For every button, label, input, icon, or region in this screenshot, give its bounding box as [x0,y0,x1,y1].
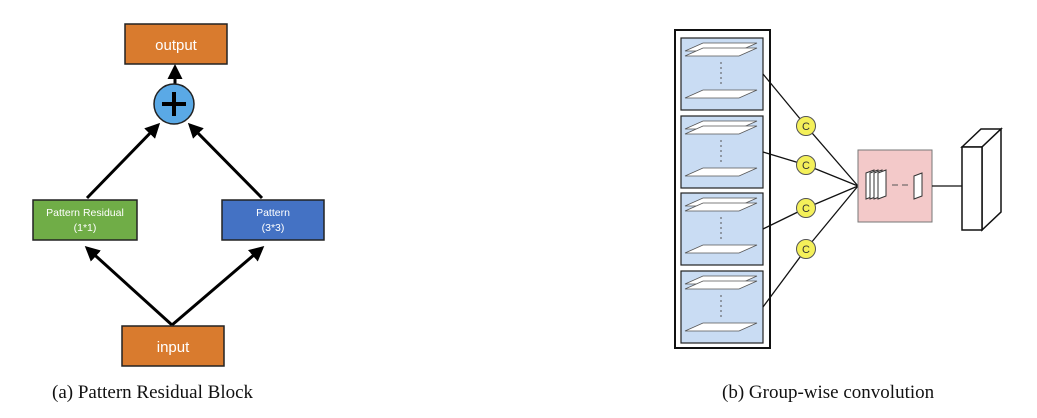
svg-text:C: C [802,244,810,256]
caption-group-wise-convolution: (b) Group-wise convolution [722,382,935,403]
channel-group-2 [680,115,764,189]
group-1-connection [762,73,859,187]
pattern-residual-box [32,199,138,241]
svg-text:C: C [802,121,810,133]
pattern-box [221,199,325,241]
output-box [124,23,228,65]
caption-pattern-residual-block: (a) Pattern Residual Block [52,382,254,403]
concat-node-3: C [796,198,816,218]
channel-groups [680,37,764,344]
channel-group-1 [680,37,764,111]
pattern-label: Pattern [256,207,290,219]
channel-group-4 [680,270,764,344]
input-label: input [157,339,190,356]
panel-b: C C C C [674,29,1003,349]
concat-node-1: C [796,116,816,136]
channel-group-3 [680,192,764,266]
output-label: output [155,37,198,54]
arrow-input-to-pattern [171,246,265,327]
connectors: C C C C [762,73,859,308]
concat-node-4: C [796,239,816,259]
filter-stack-icon [865,169,923,200]
arrow-input-to-residual [84,245,174,327]
group-4-connection [762,185,859,308]
arrow-residual-to-plus [85,122,161,200]
panel-a: output Pattern Residual (1*1) Pattern (3… [32,23,325,367]
concat-node-2: C [796,155,816,175]
pattern-residual-kernel: (1*1) [74,222,97,234]
pattern-kernel: (3*3) [262,222,285,234]
svg-text:C: C [802,160,810,172]
output-feature-map [960,127,1003,232]
svg-text:C: C [802,203,810,215]
pattern-residual-label: Pattern Residual [46,207,124,219]
arrow-pattern-to-plus [187,122,264,200]
input-box [121,325,225,367]
